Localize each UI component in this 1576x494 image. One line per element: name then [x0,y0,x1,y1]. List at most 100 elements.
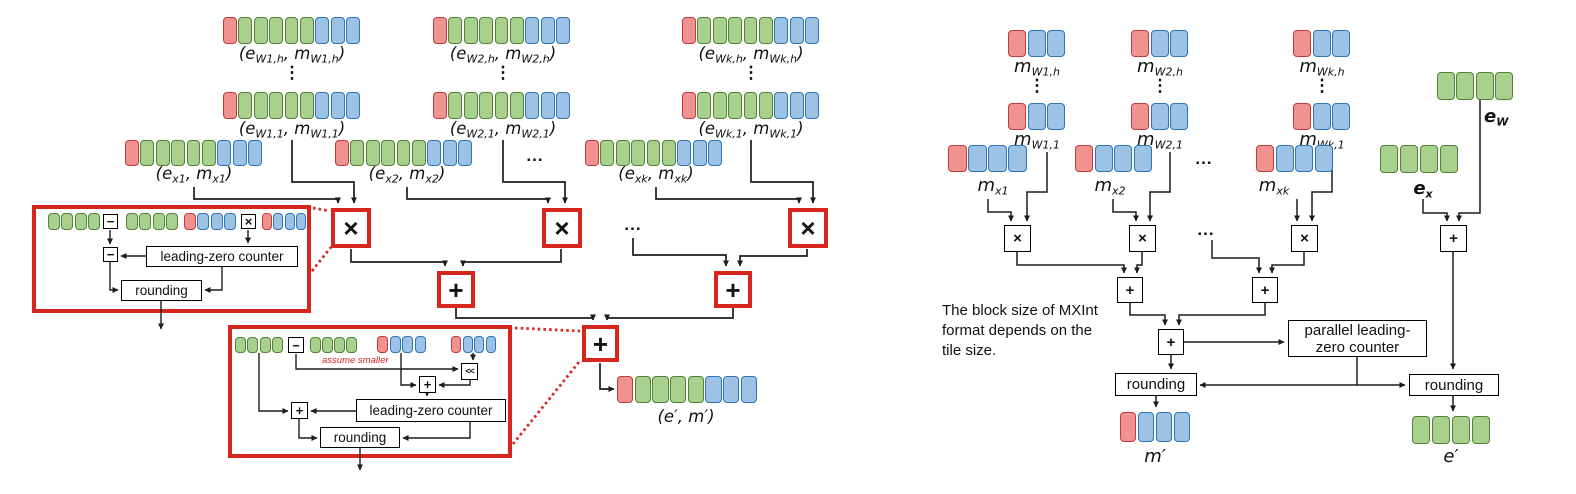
bit-cell [1293,30,1311,57]
bit-cell [330,17,345,44]
label-mw21: mW2,1 [1137,129,1183,151]
bit-strip-m-prime [1120,412,1190,442]
shift-left-op: << [461,363,478,380]
label-subscript: Wk,1 [715,127,743,141]
label-text: , m [398,164,426,183]
bit-cell [712,92,727,119]
parallel-leading-zero-counter-box: parallel leading- zero counter [1288,320,1427,357]
detail-box-wires [107,230,476,471]
bit-cell [692,140,707,166]
label-text: m [977,175,996,196]
bit-cell [442,140,457,166]
bit-cell [1094,145,1113,172]
label-text: (e′, m′) [657,407,715,426]
bit-cell [525,17,540,44]
label-mxk: mxk [1259,175,1289,197]
bit-strip-mw2h [1131,30,1188,57]
left-wires [193,140,816,392]
label-exk-mxk: (exk, mxk) [618,164,693,185]
bit-cell [1150,30,1169,57]
label-subscript: W1,h [1031,65,1060,79]
subtract-op: − [103,247,118,262]
bit-strip-x1 [125,140,263,166]
bit-cell [758,17,773,44]
multiply-op-1: × [1004,225,1031,252]
label-text: ) [549,119,557,138]
bit-cell [743,17,758,44]
bit-cell [697,17,712,44]
bit-cell [1312,103,1331,130]
bit-strip-w21 [433,92,571,119]
bit-cell [334,337,345,353]
bit-cell [139,213,152,230]
bit-strip-mwk1 [1293,103,1350,130]
label-subscript: W1,1 [255,127,284,141]
bit-cell [1173,412,1190,442]
label-text: , m [647,164,675,183]
bit-cell [1419,145,1439,173]
bit-cell [1312,30,1331,57]
bit-strip-mx2 [1075,145,1152,172]
bit-cell [494,92,509,119]
label-text: m [1094,175,1113,196]
bit-cell [462,336,473,353]
bit-cell [1047,30,1065,57]
label-e-prime: e′ [1443,446,1458,467]
label-text: m [1014,129,1032,150]
bit-cell [389,336,401,353]
bit-cell [540,92,555,119]
bit-cell [1451,416,1471,444]
bit-cell [634,376,651,403]
subtract-op: − [103,214,118,229]
bit-cell [448,92,463,119]
bit-cell [1275,145,1294,172]
bit-cell [48,213,60,230]
bit-strip-wkh [682,17,820,44]
label-m-prime: m′ [1144,446,1166,467]
rounding-box: rounding [121,280,202,301]
bit-cell [712,17,727,44]
bit-strip-ew [1437,72,1513,100]
leading-zero-counter-box: leading-zero counter [146,246,298,267]
bit-cell [646,140,661,166]
horizontal-ellipsis: ... [1197,220,1215,239]
bit-cell [448,17,463,44]
bit-strip-w2h [433,17,571,44]
label-mwkh: mWk,h [1299,56,1344,78]
mini-strip-mantissa [184,213,236,230]
bit-cell [1495,72,1513,100]
label-subscript: x [1425,187,1433,201]
bit-cell [1471,416,1490,444]
bit-cell [235,337,246,353]
label-text: (e [449,119,467,138]
bit-cell [728,17,743,44]
bit-cell [525,92,540,119]
bit-cell [682,92,696,119]
label-text: ) [338,119,346,138]
bit-cell [1137,412,1155,442]
bit-cell [1047,103,1065,130]
label-ex1-mx1: (ex1, mx1) [156,164,233,185]
bit-cell [805,92,820,119]
bit-cell [463,92,478,119]
label-text: e [1413,178,1426,199]
bit-cell [728,92,743,119]
bit-cell [988,145,1007,172]
bit-cell [661,140,676,166]
horizontal-ellipsis: ... [1195,149,1213,168]
bit-strip-mw21 [1131,103,1188,130]
label-text: m [1014,56,1032,77]
label-subscript: Wk,h [715,52,743,66]
bit-cell [223,92,237,119]
bit-cell [451,336,462,353]
bit-cell [1008,30,1026,57]
bit-cell [789,17,804,44]
bit-cell [1314,145,1333,172]
bit-cell [88,213,100,230]
bit-cell [232,140,247,166]
bit-cell [61,213,74,230]
bit-cell [433,17,447,44]
bit-cell [1412,416,1431,444]
bit-cell [1131,103,1149,130]
label-subscript: Wk,h [769,52,798,66]
